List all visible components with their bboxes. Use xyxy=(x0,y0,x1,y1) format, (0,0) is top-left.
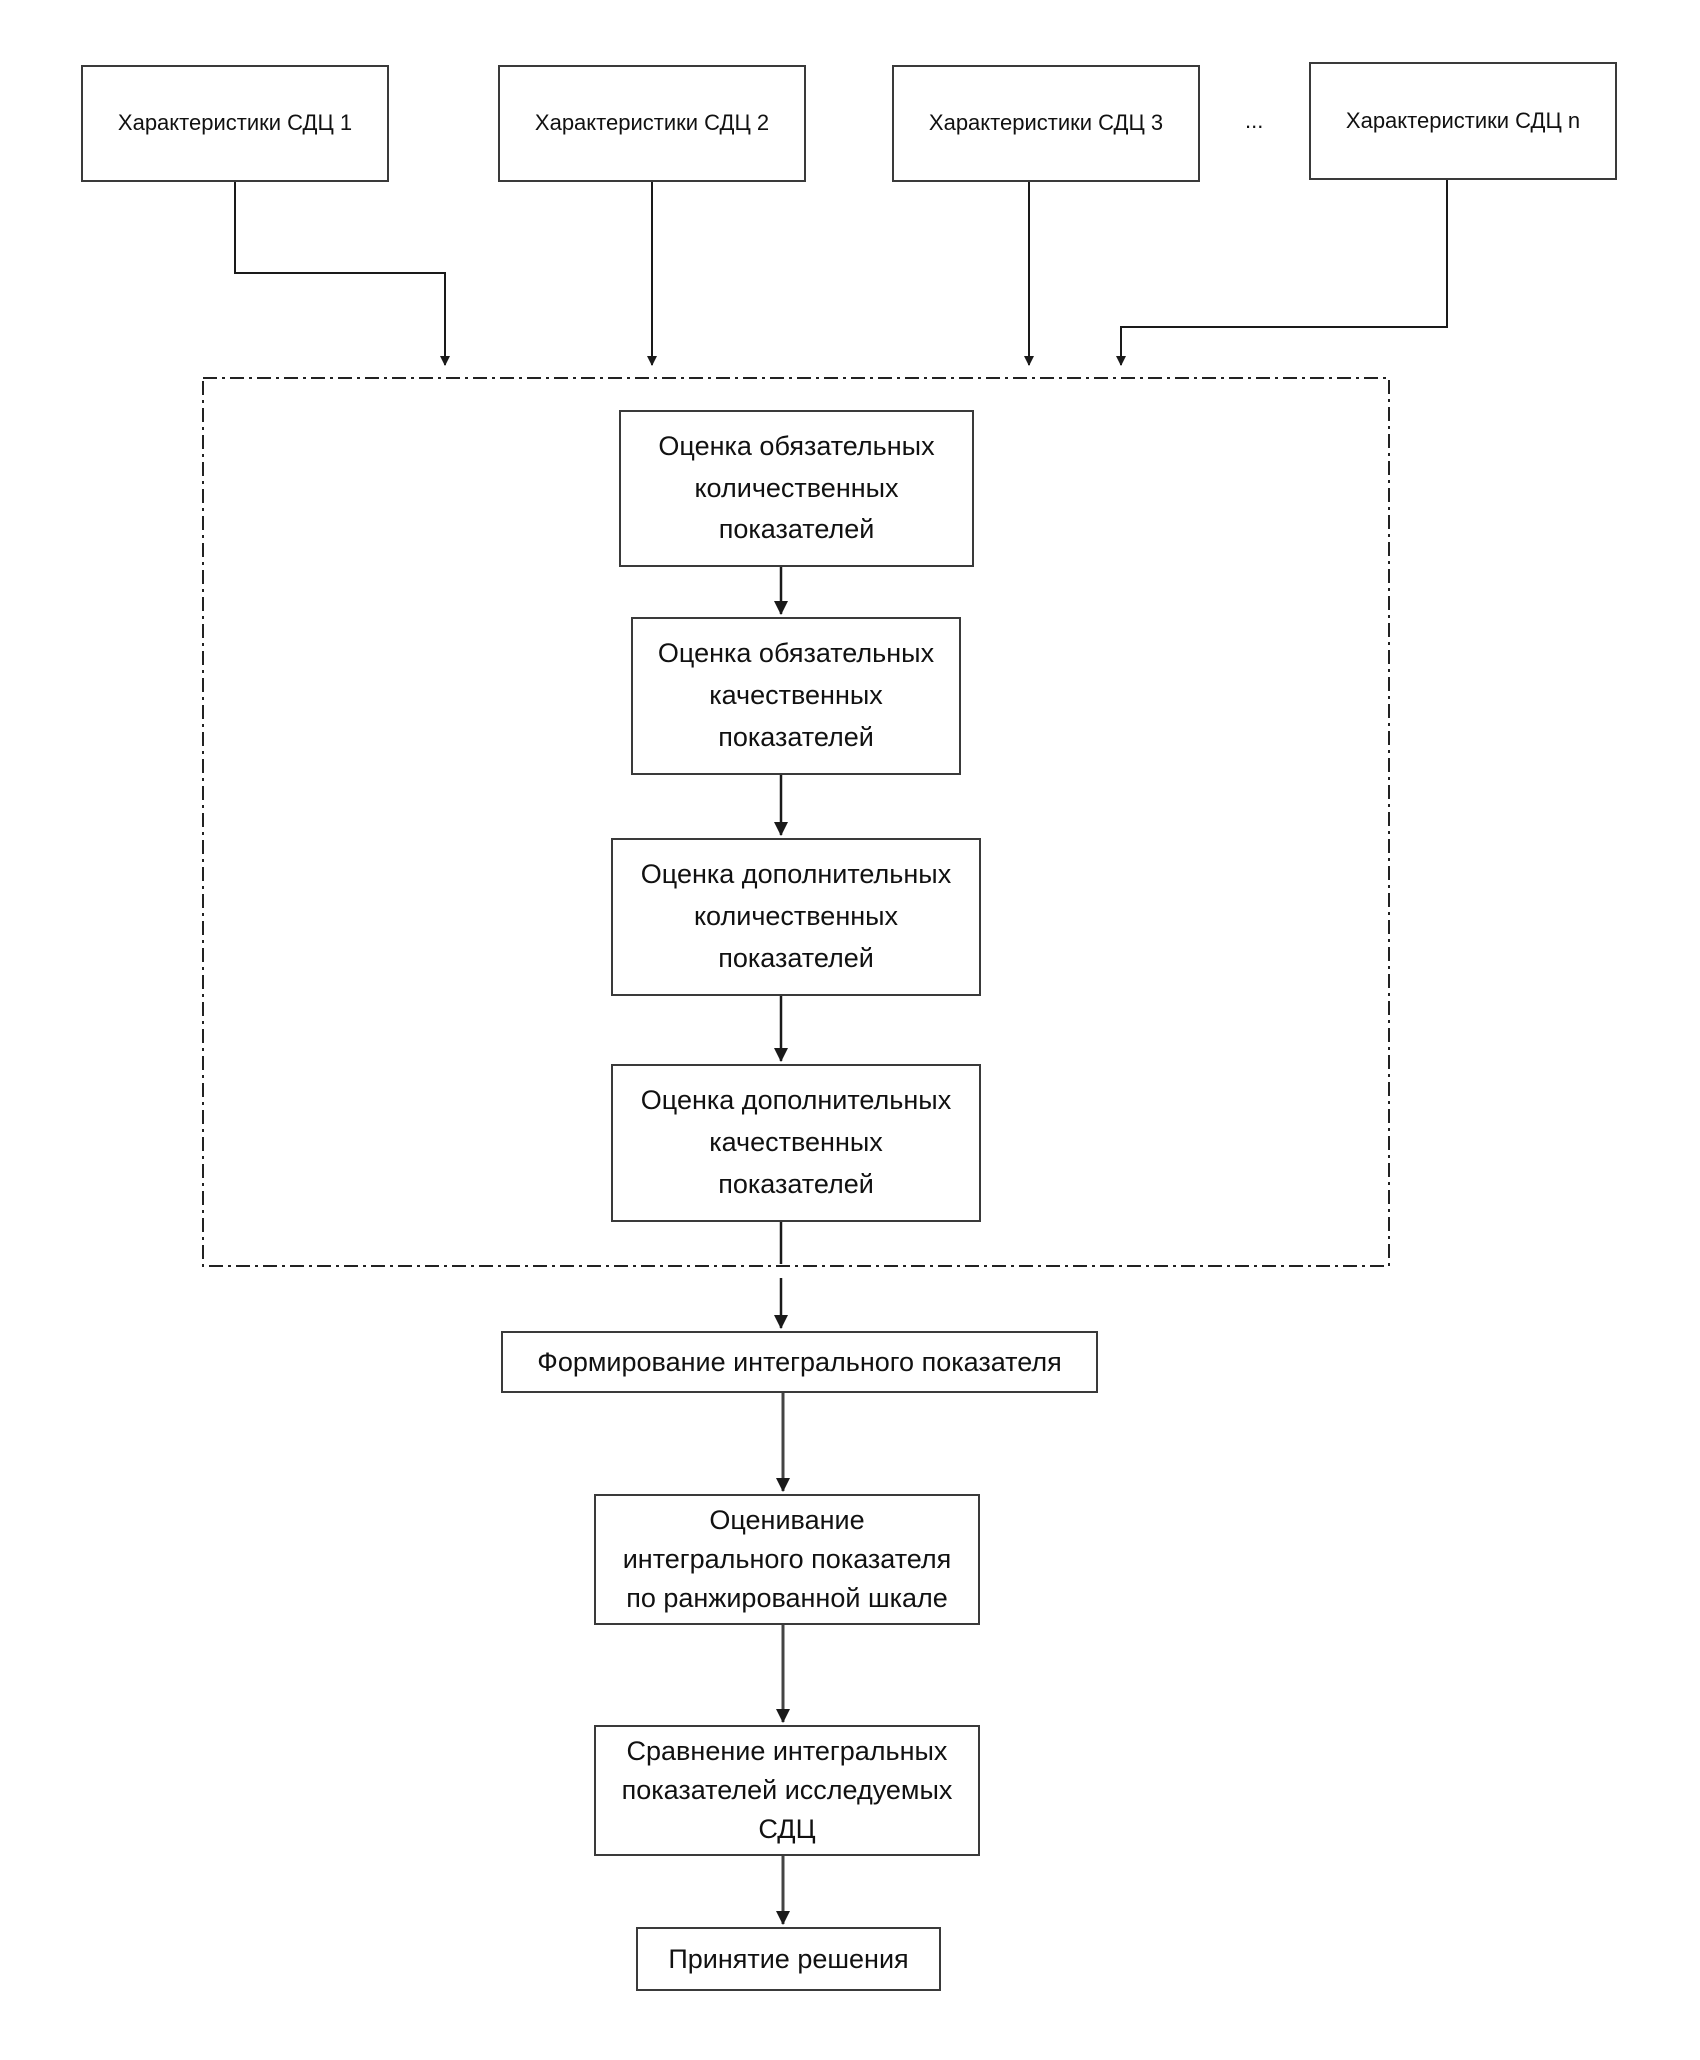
input-box-1: Характеристики СДЦ 1 xyxy=(81,65,389,182)
step-decision: Принятие решения xyxy=(636,1927,941,1991)
connector-input-1 xyxy=(234,182,450,366)
step-mandatory-qualitative: Оценка обязательных качественных показат… xyxy=(631,617,961,775)
connector-input-n xyxy=(1116,180,1448,366)
step-compare-integrals: Сравнение интегральных показателей иссле… xyxy=(594,1725,980,1856)
step-additional-quantitative: Оценка дополнительных количественных пок… xyxy=(611,838,981,996)
input-box-2: Характеристики СДЦ 2 xyxy=(498,65,806,182)
step-additional-qualitative: Оценка дополнительных качественных показ… xyxy=(611,1064,981,1222)
input-box-3: Характеристики СДЦ 3 xyxy=(892,65,1200,182)
step-form-integral: Формирование интегрального показателя xyxy=(501,1331,1098,1393)
inputs-ellipsis: ... xyxy=(1245,108,1264,133)
step-mandatory-quantitative: Оценка обязательных количественных показ… xyxy=(619,410,974,567)
input-box-n: Характеристики СДЦ n xyxy=(1309,62,1617,180)
step-assess-integral: Оценивание интегрального показателя по р… xyxy=(594,1494,980,1625)
evaluation-group-frame xyxy=(202,377,1390,1267)
